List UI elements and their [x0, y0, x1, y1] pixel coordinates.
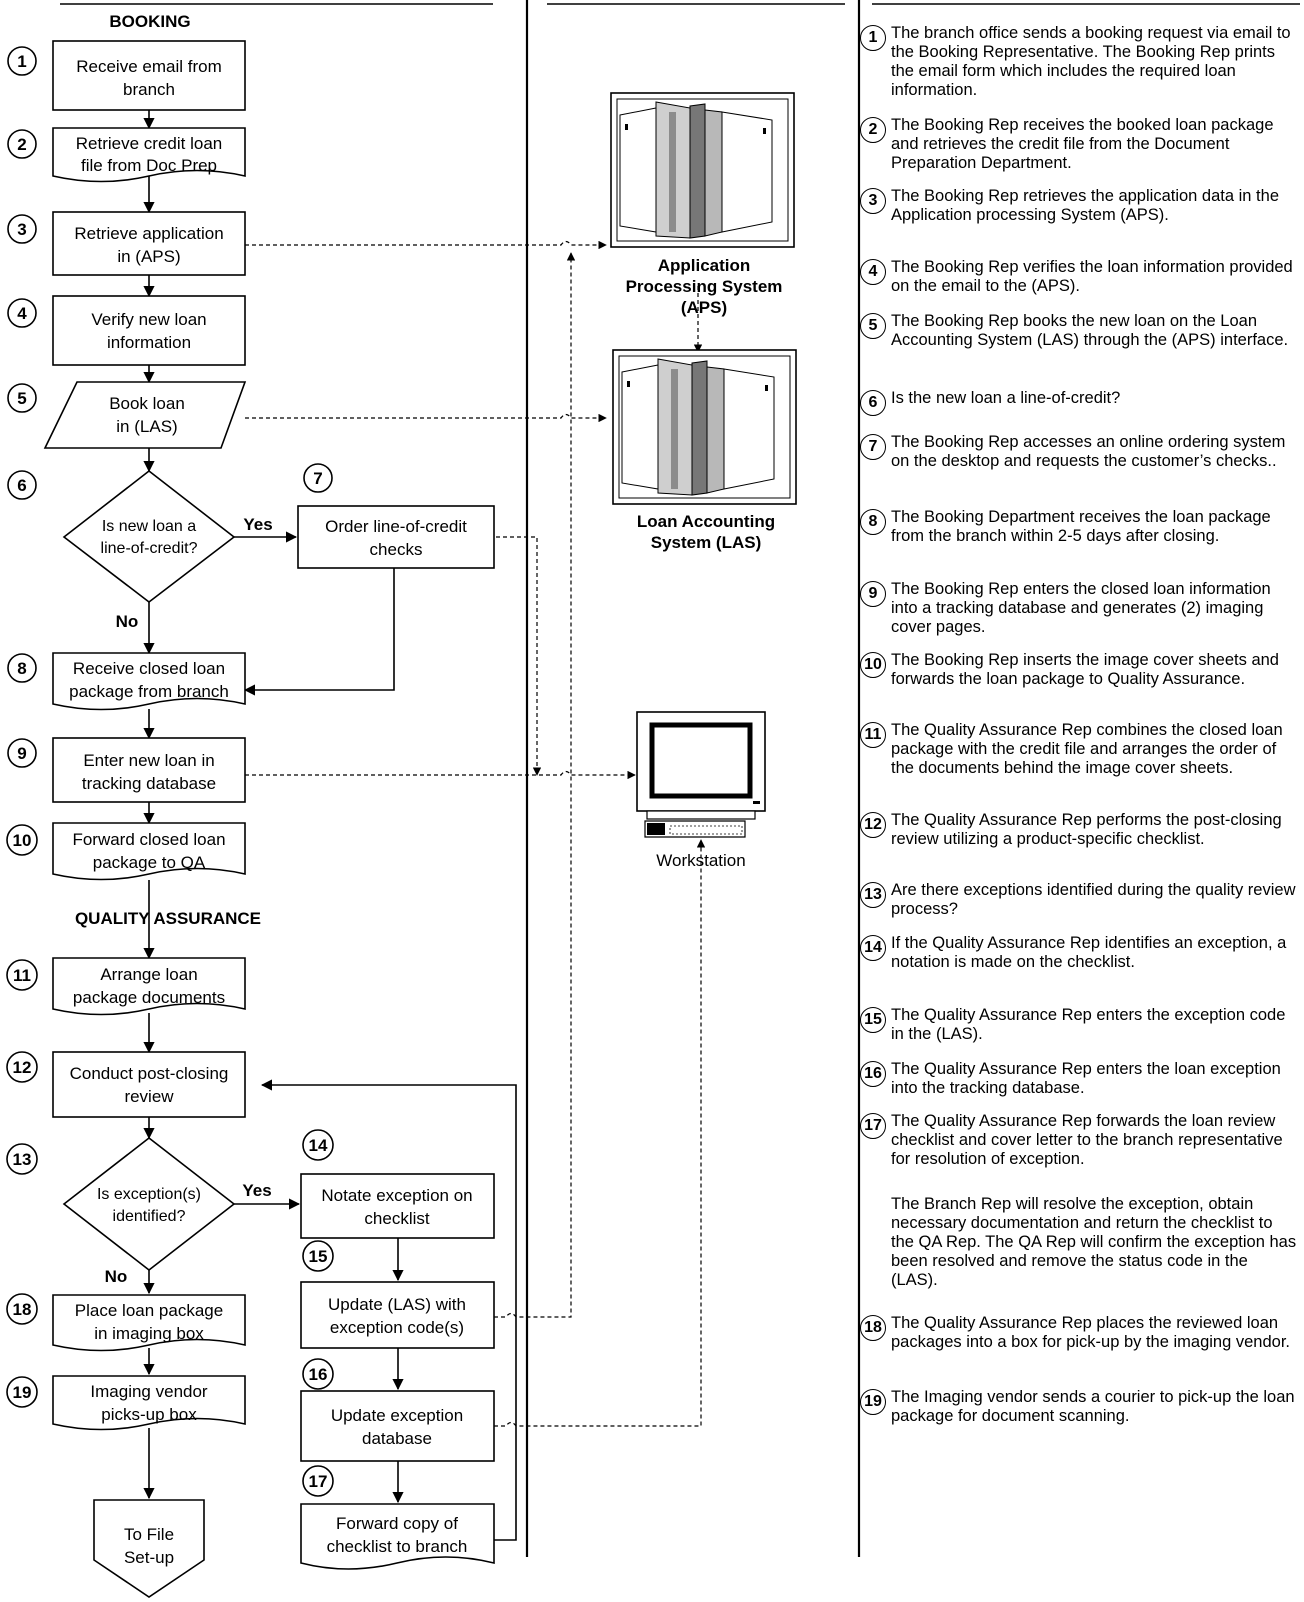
svg-text:18: 18 — [13, 1300, 32, 1319]
step-6-number: 6 — [7, 470, 37, 500]
svg-text:1: 1 — [17, 52, 26, 71]
decision-13-no-label: No — [105, 1267, 128, 1286]
step-13-number: 13 — [6, 1143, 38, 1175]
svg-text:7: 7 — [313, 469, 322, 488]
step-2-number: 2 — [7, 129, 37, 159]
system-connectors — [245, 240, 706, 1427]
svg-text:5: 5 — [17, 389, 26, 408]
svg-text:14: 14 — [309, 1136, 328, 1155]
svg-text:Is exception(s)identified?: Is exception(s)identified? — [97, 1186, 201, 1225]
svg-text:13: 13 — [13, 1150, 32, 1169]
lane-title-quality-assurance: QUALITY ASSURANCE — [75, 909, 261, 928]
svg-text:4: 4 — [17, 304, 27, 323]
svg-text:12: 12 — [13, 1058, 32, 1077]
step-8-number: 8 — [7, 653, 37, 683]
svg-text:11: 11 — [13, 966, 31, 985]
step-11-number: 11 — [6, 959, 38, 991]
step-5-number: 5 — [7, 383, 37, 413]
svg-text:9: 9 — [17, 744, 26, 763]
step-number-circles: 1 2 3 4 5 6 7 8 9 10 11 12 13 14 15 16 1… — [6, 46, 334, 1497]
svg-text:2: 2 — [17, 135, 26, 154]
flow-connectors — [143, 110, 517, 1541]
svg-text:6: 6 — [17, 476, 26, 495]
aps-server-icon — [610, 92, 795, 248]
step-4-number: 4 — [7, 298, 37, 328]
workstation-label: Workstation — [656, 851, 745, 870]
decision-6-no-label: No — [116, 612, 139, 631]
svg-text:17: 17 — [309, 1472, 328, 1491]
svg-text:19: 19 — [13, 1383, 32, 1402]
step-16-number: 16 — [302, 1358, 334, 1390]
lane-title-booking: BOOKING — [109, 12, 190, 31]
step-12-number: 12 — [6, 1051, 38, 1083]
svg-text:15: 15 — [309, 1247, 328, 1266]
step-3-number: 3 — [7, 214, 37, 244]
decision-13-yes-label: Yes — [242, 1181, 271, 1200]
svg-text:10: 10 — [13, 831, 32, 850]
step-18-number: 18 — [6, 1293, 38, 1325]
step-13-decision: Is exception(s)identified? — [62, 1136, 236, 1272]
workstation-icon — [636, 711, 766, 838]
las-server-icon — [612, 349, 797, 505]
step-10-number: 10 — [6, 824, 38, 856]
step-7-number: 7 — [303, 463, 333, 493]
step-17-number: 17 — [302, 1465, 334, 1497]
step-9-number: 9 — [7, 738, 37, 768]
svg-text:3: 3 — [17, 220, 26, 239]
step-14-number: 14 — [302, 1129, 334, 1161]
svg-text:8: 8 — [17, 659, 26, 678]
step-1-number: 1 — [7, 46, 37, 76]
column-dividers — [60, 0, 1300, 1557]
step-19-number: 19 — [6, 1376, 38, 1408]
svg-text:16: 16 — [309, 1365, 328, 1384]
decision-6-yes-label: Yes — [243, 515, 272, 534]
step-15-number: 15 — [302, 1240, 334, 1272]
